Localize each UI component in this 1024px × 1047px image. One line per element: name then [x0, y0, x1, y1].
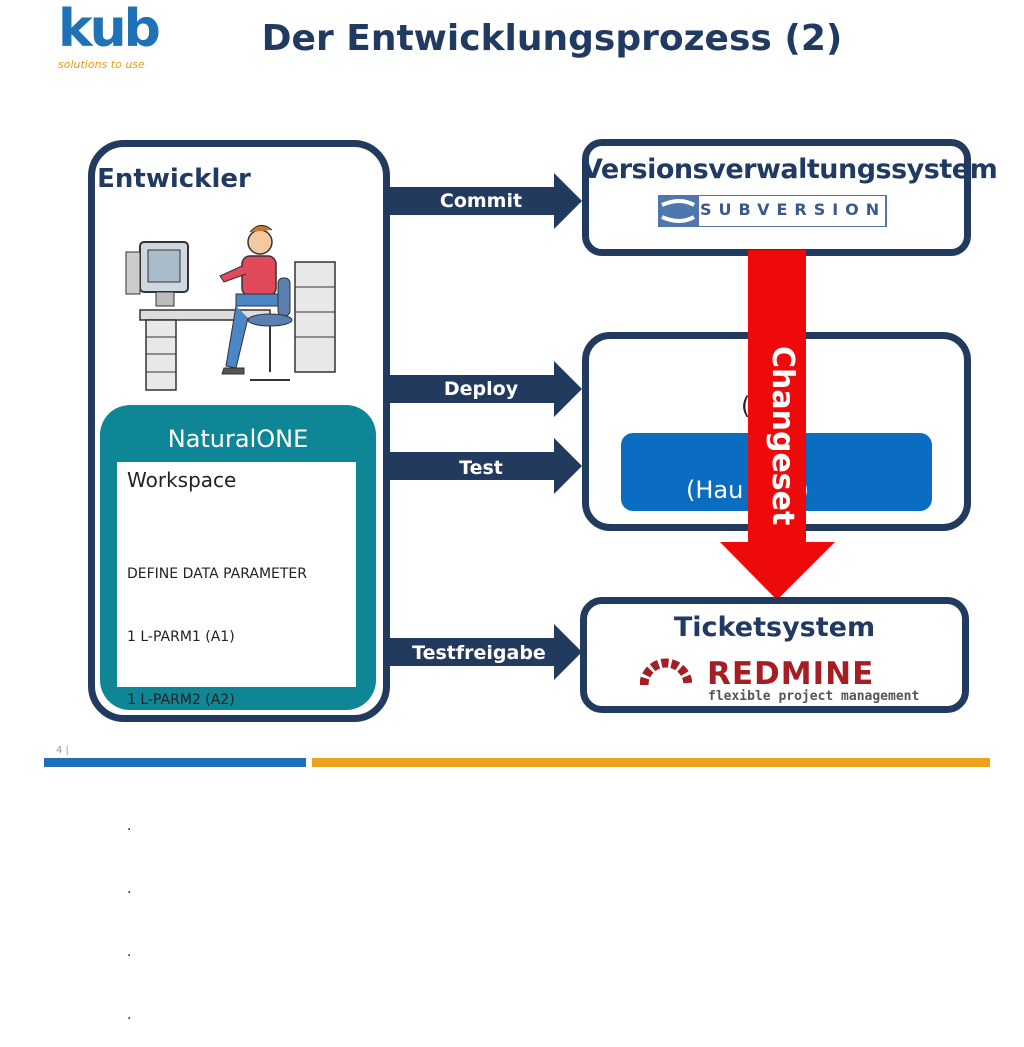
vcs-title: Versionsverwaltungssystem: [582, 154, 998, 185]
deploy-label: Deploy: [443, 378, 519, 400]
ticket-title: Ticketsystem: [673, 612, 876, 643]
footer-bar-blue: [44, 758, 306, 767]
redmine-logo-text: REDMINE: [707, 656, 875, 692]
code-line: 1 L-PARM1 (A1): [127, 629, 235, 645]
logo-tagline: solutions to use: [58, 58, 145, 71]
logo-text: kub: [58, 0, 161, 59]
code-line: .: [127, 1007, 132, 1023]
testfreigabe-arrow: [388, 624, 582, 680]
workspace-title: Workspace: [127, 468, 237, 492]
commit-arrow: [388, 173, 582, 229]
vcs-box: [582, 139, 971, 256]
workspace-panel: [117, 462, 356, 687]
ticket-box: [580, 597, 969, 713]
code-line: 1 L-PARM2 (A2): [127, 692, 235, 708]
naturalone-title: NaturalONE: [167, 425, 309, 453]
page-title: Der Entwicklungsprozess (2): [261, 18, 843, 59]
changeset-arrow: [720, 250, 835, 600]
testfreigabe-label: Testfreigabe: [412, 642, 546, 664]
page-number: 4 |: [56, 745, 69, 756]
redmine-tagline: flexible project management: [708, 689, 920, 704]
changeset-label: Changeset: [765, 346, 800, 526]
subversion-logo-text: SUBVERSION: [700, 200, 887, 219]
footer-bar-orange: [312, 758, 990, 767]
workspace-code: DEFINE DATA PARAMETER 1 L-PARM1 (A1) 1 L…: [127, 522, 307, 1047]
code-line: DEFINE DATA PARAMETER: [127, 566, 308, 582]
subversion-logo-icon: [658, 195, 887, 227]
code-line: .: [127, 881, 132, 897]
redmine-logo-icon: [640, 658, 692, 686]
company-logo: kub solutions to use: [58, 0, 168, 74]
commit-label: Commit: [439, 190, 523, 212]
test-arrow: [388, 438, 582, 494]
test-label: Test: [459, 457, 503, 479]
code-line: .: [127, 944, 132, 960]
code-line: .: [127, 818, 132, 834]
deploy-arrow: [388, 361, 582, 417]
developer-title: Entwickler: [97, 164, 251, 194]
developer-at-computer-icon: [125, 225, 336, 391]
